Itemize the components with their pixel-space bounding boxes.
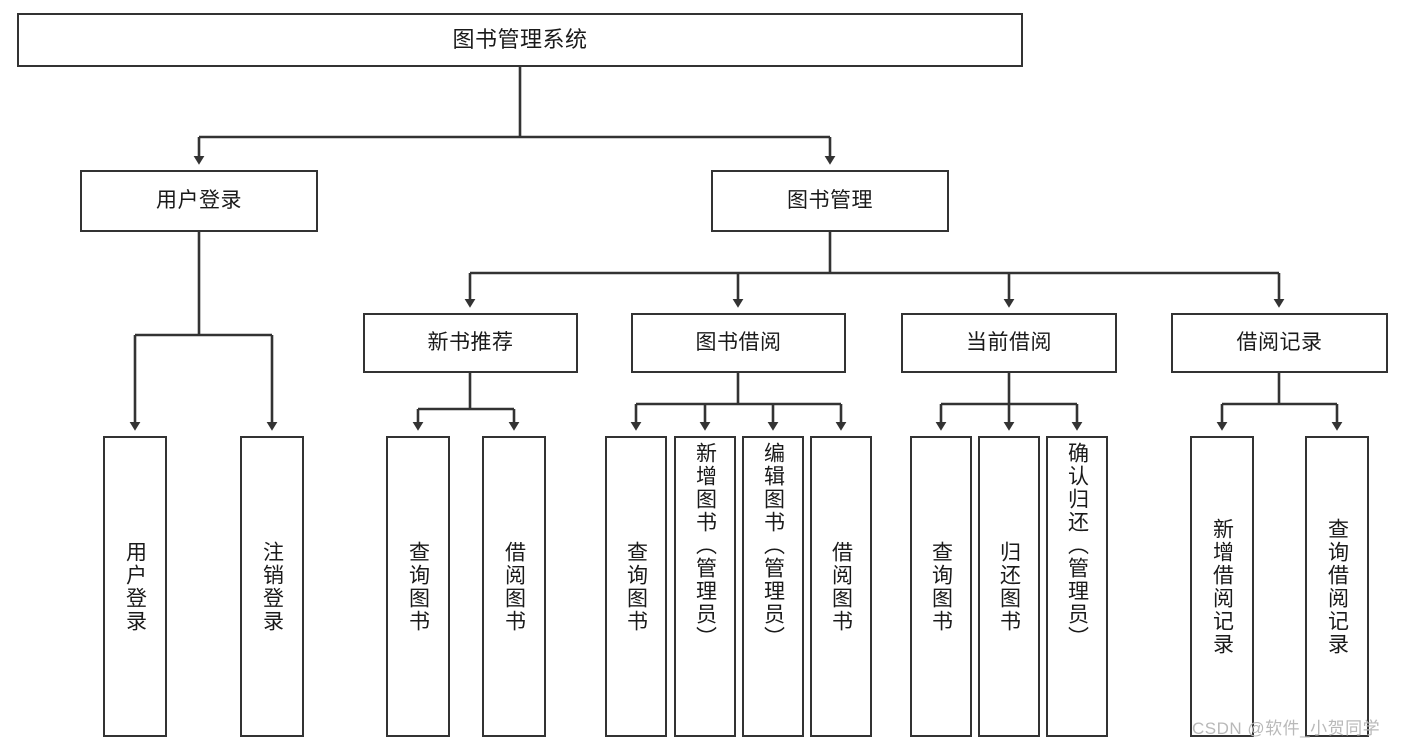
leaf-new-book-query[interactable]: 查询图书 [386,436,450,737]
node-label: 用户登录 [156,188,242,212]
node-label: 用户登录 [123,540,147,633]
leaf-borrow-borrow-book[interactable]: 借阅图书 [810,436,872,737]
leaf-new-book-borrow[interactable]: 借阅图书 [482,436,546,737]
node-label: 查询借阅记录 [1325,517,1349,656]
leaf-borrow-edit-book-admin[interactable]: 编辑图书（管理员） [742,436,804,737]
leaf-borrow-add-book-admin[interactable]: 新增图书（管理员） [674,436,736,737]
leaf-borrow-query-book[interactable]: 查询图书 [605,436,667,737]
node-label: 借阅图书 [502,540,526,633]
node-user-login[interactable]: 用户登录 [80,170,318,232]
node-label: 图书管理系统 [452,27,588,53]
leaf-user-login-signout[interactable]: 注销登录 [240,436,304,737]
node-root-book-management-system[interactable]: 图书管理系统 [17,13,1023,67]
node-borrow-record[interactable]: 借阅记录 [1171,313,1388,373]
node-label: 当前借阅 [966,330,1052,354]
node-current-borrow[interactable]: 当前借阅 [901,313,1117,373]
node-label: 借阅记录 [1236,330,1323,354]
node-label: 借阅图书 [829,540,853,633]
leaf-record-add-record[interactable]: 新增借阅记录 [1190,436,1254,737]
node-label: 新增借阅记录 [1210,517,1234,656]
leaf-record-query-record[interactable]: 查询借阅记录 [1305,436,1369,737]
leaf-current-return-book[interactable]: 归还图书 [978,436,1040,737]
node-label: 查询图书 [406,540,430,633]
node-label: 查询图书 [624,540,648,633]
node-label: 归还图书 [997,540,1021,633]
node-label: 图书管理 [787,188,873,212]
node-label: 图书借阅 [695,330,782,354]
node-book-borrow[interactable]: 图书借阅 [631,313,846,373]
leaf-user-login-signin[interactable]: 用户登录 [103,436,167,737]
node-book-management[interactable]: 图书管理 [711,170,949,232]
node-label: 新书推荐 [427,330,514,354]
node-label: 确认归还（管理员） [1065,442,1089,649]
node-label: 新增图书（管理员） [693,442,717,649]
leaf-current-confirm-return-admin[interactable]: 确认归还（管理员） [1046,436,1108,737]
node-label: 编辑图书（管理员） [761,442,785,649]
node-label: 注销登录 [260,540,284,633]
node-new-book-recommendation[interactable]: 新书推荐 [363,313,578,373]
node-label: 查询图书 [929,540,953,633]
leaf-current-query-book[interactable]: 查询图书 [910,436,972,737]
